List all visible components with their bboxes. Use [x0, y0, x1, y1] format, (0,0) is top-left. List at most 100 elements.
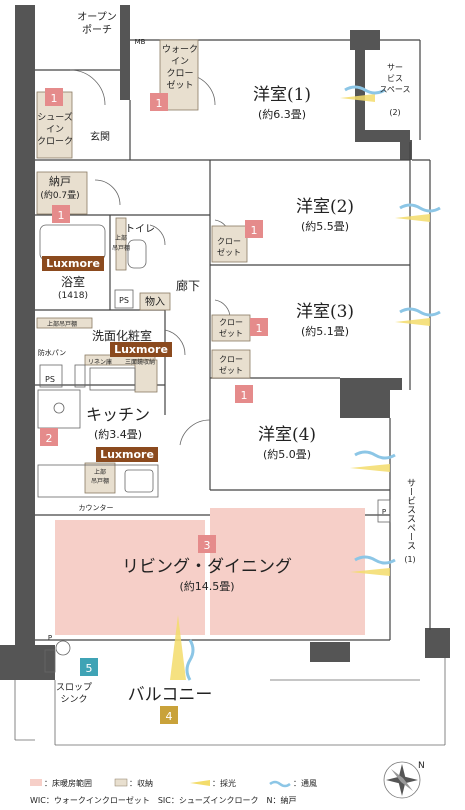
- western2-size: (約5.5畳): [301, 219, 349, 233]
- slop-sink-label: スロップ: [56, 682, 92, 693]
- legend-storage-swatch: [114, 778, 128, 787]
- badge-number: 5: [86, 662, 93, 675]
- open-porch-label: オープン: [77, 11, 116, 23]
- mirror-storage-label: 三面鏡収納: [125, 358, 155, 366]
- upper-cabinet-label: 上部: [94, 468, 106, 476]
- p-label: P: [48, 634, 52, 642]
- closet3-label: ゼット: [219, 328, 243, 338]
- badge-living: 3: [198, 535, 216, 553]
- western4-size: (約5.0畳): [263, 447, 311, 461]
- legend-wind-label: ：通風: [293, 778, 317, 788]
- balcony-label: バルコニー: [128, 685, 213, 705]
- living-name: リビング・ダイニング: [122, 557, 292, 577]
- western3-name: 洋室(3): [296, 302, 354, 322]
- legend-abbreviations: WIC：ウォークインクローゼット SIC：シューズインクローク N：納戸: [30, 795, 296, 805]
- upper-cabinet-label: 上部吊戸棚: [47, 320, 77, 328]
- kitchen-name: キッチン: [86, 405, 150, 424]
- storage-label: 物入: [145, 295, 165, 308]
- badge-number: 3: [204, 539, 211, 552]
- legend: ：床暖房範囲 ：収納 ：採光 ：通風 WIC：ウォークインクローゼット SIC：…: [30, 778, 317, 805]
- badge-number: 1: [58, 209, 65, 222]
- shoes-ic-label: シューズ: [37, 111, 73, 123]
- badge-number: 1: [251, 224, 258, 237]
- wic-label: ウォーク: [162, 44, 198, 55]
- wic-label: イン: [171, 57, 189, 67]
- counter-label: カウンター: [79, 503, 114, 512]
- floorheat-zone-living-right: [210, 508, 365, 635]
- living-size: (約14.5畳): [179, 579, 234, 593]
- toilet-label: トイレ: [125, 224, 155, 235]
- western1-name: 洋室(1): [253, 85, 311, 105]
- service-space2-label: スペース: [379, 85, 410, 94]
- closet4-label: ゼット: [219, 365, 243, 375]
- badge-wic: 1: [45, 88, 63, 106]
- wic-label: ゼット: [166, 79, 193, 91]
- storage-areas: [36, 39, 251, 494]
- washing-pan-label: 防水パン: [38, 348, 66, 357]
- p-label: P: [382, 508, 386, 516]
- nando-size: (約0.7畳): [40, 189, 79, 201]
- western1-size: (約6.3畳): [258, 107, 306, 121]
- upper-cabinet-label: 吊戸棚: [112, 244, 130, 252]
- wic-label: クロー: [166, 68, 193, 79]
- compass-icon: N: [383, 761, 425, 799]
- upper-cabinet-label: 吊戸棚: [91, 477, 109, 485]
- linen-label: リネン庫: [88, 358, 112, 366]
- open-porch-label: ポーチ: [82, 24, 112, 36]
- luxmore-label: Luxmore: [114, 343, 168, 356]
- service-space1-label: サービススペース: [405, 478, 416, 550]
- badge-wic2: 1: [150, 93, 168, 111]
- service-space2-label: (2): [389, 108, 400, 117]
- interior-lines: [14, 39, 446, 746]
- badge-closet3: 1: [250, 318, 268, 336]
- luxmore-label: Luxmore: [100, 448, 154, 461]
- nando-name: 納戸: [49, 175, 71, 188]
- entrance-label: 玄関: [90, 130, 110, 143]
- upper-cabinet-label: 上部: [115, 234, 127, 242]
- badge-number: 1: [51, 92, 58, 105]
- closet4-label: クロー: [219, 355, 243, 364]
- legend-light-icon: [190, 780, 210, 786]
- washroom-label: 洗面化粧室: [92, 328, 152, 343]
- closet2-label: ゼット: [217, 247, 241, 257]
- badge-number: 2: [46, 432, 53, 445]
- western3-size: (約5.1畳): [301, 324, 349, 338]
- kitchen-size: (約3.4畳): [94, 427, 142, 441]
- badge-closet4: 1: [235, 385, 253, 403]
- badge-nando: 1: [52, 205, 70, 223]
- badge-number: 1: [256, 322, 263, 335]
- legend-wind-icon: [269, 780, 291, 788]
- mb-label: MB: [135, 38, 146, 46]
- closet3-label: クロー: [219, 318, 243, 327]
- bath-name: 浴室: [61, 274, 85, 289]
- western2-name: 洋室(2): [296, 197, 354, 217]
- badge-kitchen: 2: [40, 428, 58, 446]
- service-space2-label: サー: [387, 63, 403, 72]
- ps-label: PS: [45, 375, 55, 384]
- floorheat-zone-living-left: [55, 520, 205, 635]
- service-space1-label: (1): [404, 555, 415, 564]
- shoes-ic-label: クローク: [37, 136, 73, 147]
- shoes-ic-label: イン: [46, 125, 64, 135]
- western4-name: 洋室(4): [258, 425, 316, 445]
- badge-number: 1: [156, 97, 163, 110]
- legend-floorheat-label: ：床暖房範囲: [44, 778, 92, 788]
- badge-closet2: 1: [245, 220, 263, 238]
- bath-size: (1418): [58, 291, 88, 301]
- luxmore-label: Luxmore: [46, 257, 100, 270]
- ps-label: PS: [119, 296, 129, 305]
- slop-sink-label: シンク: [60, 694, 87, 705]
- badge-number: 1: [241, 389, 248, 402]
- badge-slop-sink: 5: [80, 658, 98, 676]
- closet2-label: クロー: [217, 237, 241, 246]
- legend-storage-label: ：収納: [129, 778, 153, 788]
- compass-north-label: N: [418, 761, 425, 771]
- badge-balcony: 4: [160, 706, 178, 724]
- badge-number: 4: [166, 710, 173, 723]
- luxmore-bath: Luxmore: [42, 256, 104, 271]
- luxmore-washroom: Luxmore: [110, 342, 172, 357]
- luxmore-kitchen: Luxmore: [96, 447, 158, 462]
- legend-floorheat-swatch: [30, 779, 42, 786]
- legend-light-label: ：採光: [212, 778, 236, 788]
